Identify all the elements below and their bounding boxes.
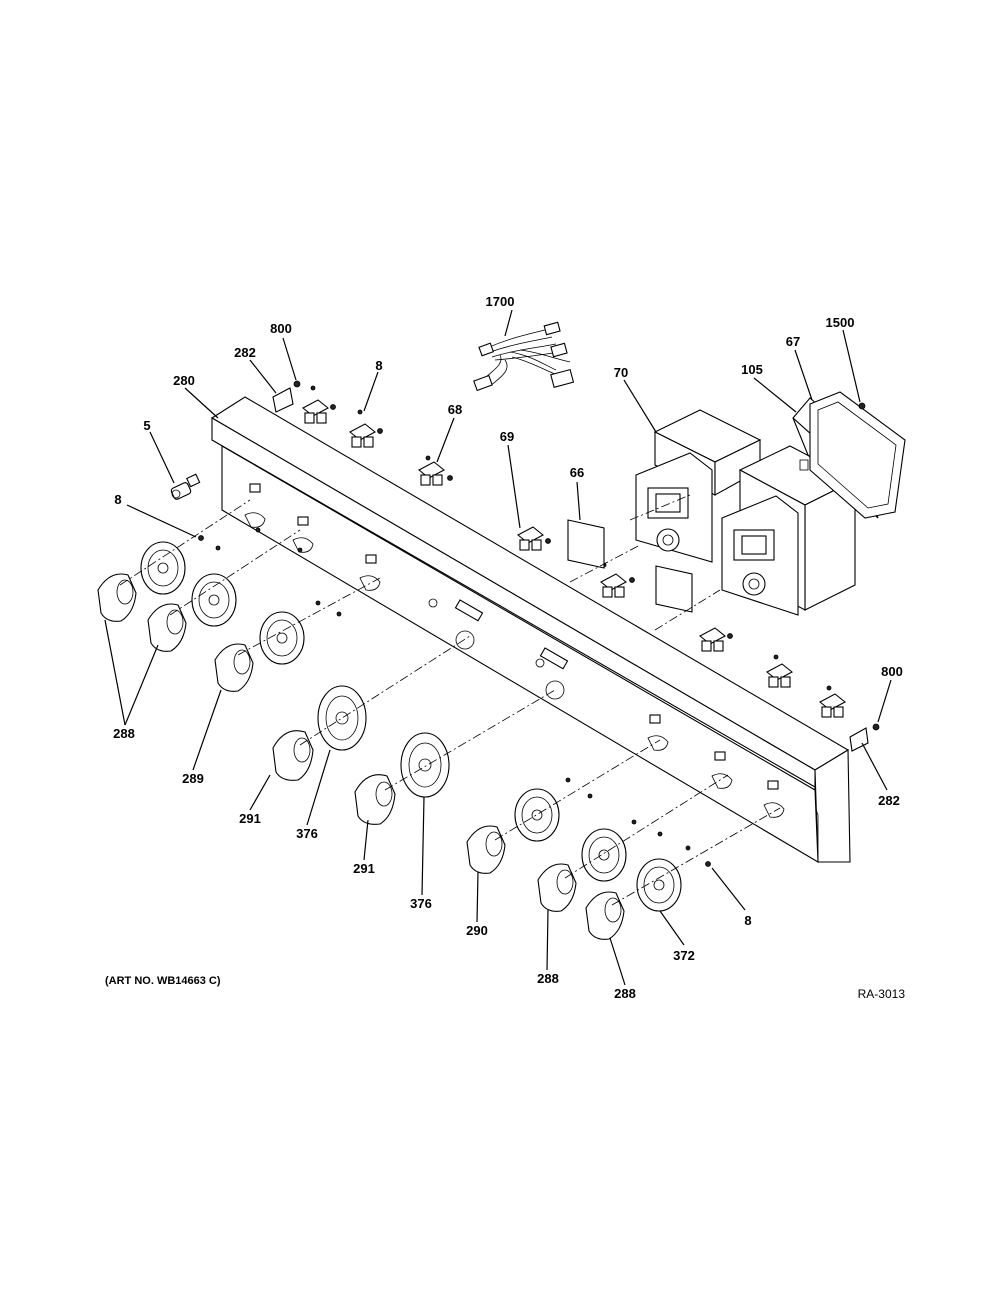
igniter-switch-5: [170, 473, 201, 500]
callout-291-b: 291: [353, 861, 375, 876]
clip-6: [699, 627, 733, 652]
knob-left-2: [147, 603, 187, 652]
bezel-right-2: [581, 828, 627, 882]
callout-290: 290: [466, 923, 488, 938]
bezel-left-2: [191, 573, 237, 627]
callout-105: 105: [741, 362, 763, 377]
callout-69: 69: [500, 429, 514, 444]
callout-288-left: 288: [113, 726, 135, 741]
knob-right-1: [537, 863, 577, 912]
clip-8: [819, 685, 846, 718]
wire-harness-1700: [473, 321, 575, 392]
callout-1700: 1700: [486, 294, 515, 309]
clip-1: [302, 385, 336, 424]
callout-68: 68: [448, 402, 462, 417]
control-panel-280: [210, 396, 851, 863]
bezel-372: [636, 858, 682, 912]
bezel-right-1: [514, 788, 560, 842]
callout-labels: 1700 1500 800 282 280 8 68 69 66 70 105 …: [113, 294, 903, 1001]
screws: [198, 527, 711, 867]
assembly-lines: [119, 494, 781, 906]
callout-8-top: 8: [375, 358, 382, 373]
knob-right-2: [585, 891, 625, 940]
gasket-frame-67: [809, 391, 906, 519]
bracket-282-left: [272, 380, 301, 413]
callout-288-right: 288: [614, 986, 636, 1001]
knob-291-a: [272, 730, 314, 781]
glass-display-66: [567, 519, 693, 613]
callout-70: 70: [614, 365, 628, 380]
knob-290: [466, 825, 506, 874]
callout-8-left: 8: [114, 492, 121, 507]
knob-291-b: [354, 774, 396, 825]
callout-280: 280: [173, 373, 195, 388]
art-number-caption: (ART NO. WB14663 C): [105, 975, 221, 987]
callout-800-top: 800: [270, 321, 292, 336]
callout-291-a: 291: [239, 811, 261, 826]
callout-8-right: 8: [744, 913, 751, 928]
knob-left-1: [97, 573, 137, 622]
reference-code: RA-3013: [858, 987, 906, 1001]
callout-282-top: 282: [234, 345, 256, 360]
callout-66: 66: [570, 465, 584, 480]
callout-1500: 1500: [826, 315, 855, 330]
bezel-376-a: [317, 685, 367, 751]
callout-800-right: 800: [881, 664, 903, 679]
callout-376-a: 376: [296, 826, 318, 841]
bezel-left-3: [259, 611, 305, 665]
bezel-left-1: [140, 541, 186, 595]
bezel-376-b: [400, 732, 450, 798]
clip-parts: [302, 385, 846, 718]
clip-5: [600, 562, 635, 598]
callout-288-middle: 288: [537, 971, 559, 986]
clip-3: [418, 455, 453, 486]
leader-lines: [104, 309, 892, 986]
callout-5: 5: [143, 418, 150, 433]
callout-67: 67: [786, 334, 800, 349]
callout-372: 372: [673, 948, 695, 963]
clip-7: [766, 654, 793, 688]
callout-376-b: 376: [410, 896, 432, 911]
callout-282-right: 282: [878, 793, 900, 808]
clip-4: [517, 526, 551, 551]
callout-289: 289: [182, 771, 204, 786]
control-board-left: [635, 452, 713, 563]
knob-left-3: [214, 643, 254, 692]
control-board-right: [721, 495, 799, 616]
clip-2: [349, 409, 383, 448]
